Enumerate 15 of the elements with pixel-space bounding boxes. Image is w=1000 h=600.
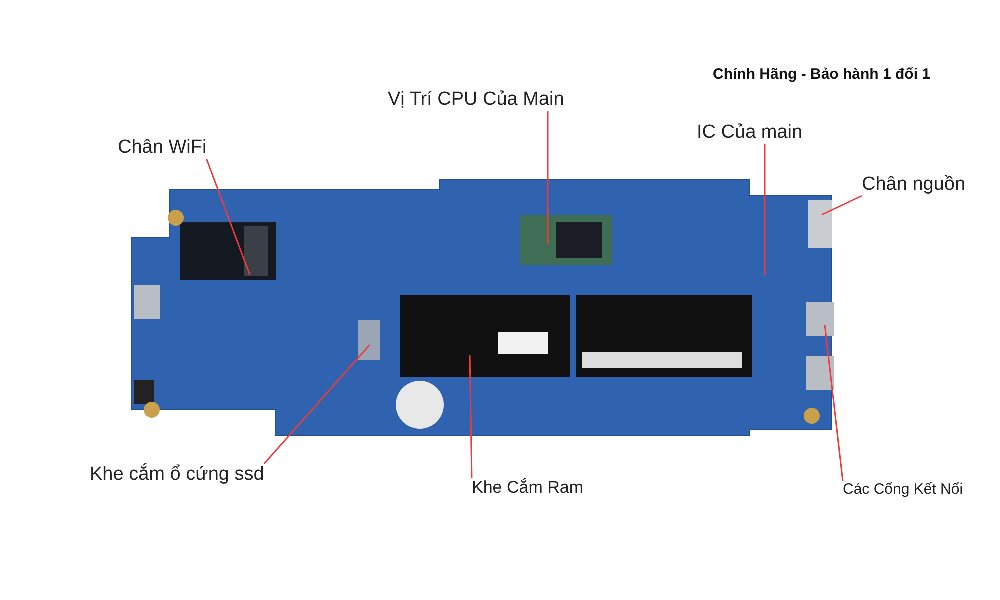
leader-line: [824, 324, 844, 482]
callout-label: Chân WiFi: [118, 137, 207, 159]
callout-label: Khe Cắm Ram: [472, 478, 584, 498]
leader-line: [469, 354, 473, 478]
leader-line: [547, 111, 549, 245]
leader-line: [264, 344, 371, 464]
callout-label: Vị Trí CPU Của Main: [388, 89, 564, 111]
leader-line: [206, 158, 251, 276]
leader-line: [822, 195, 862, 216]
callout-label: Các Cổng Kết Nối: [843, 481, 964, 498]
callout-label: Chân nguồn: [862, 174, 966, 196]
leader-line: [764, 144, 766, 275]
callout-label: IC Của main: [697, 122, 803, 144]
callout-label: Khe cắm ổ cứng ssd: [90, 464, 264, 486]
slogan-text: Chính Hãng - Bảo hành 1 đổi 1: [713, 66, 930, 83]
